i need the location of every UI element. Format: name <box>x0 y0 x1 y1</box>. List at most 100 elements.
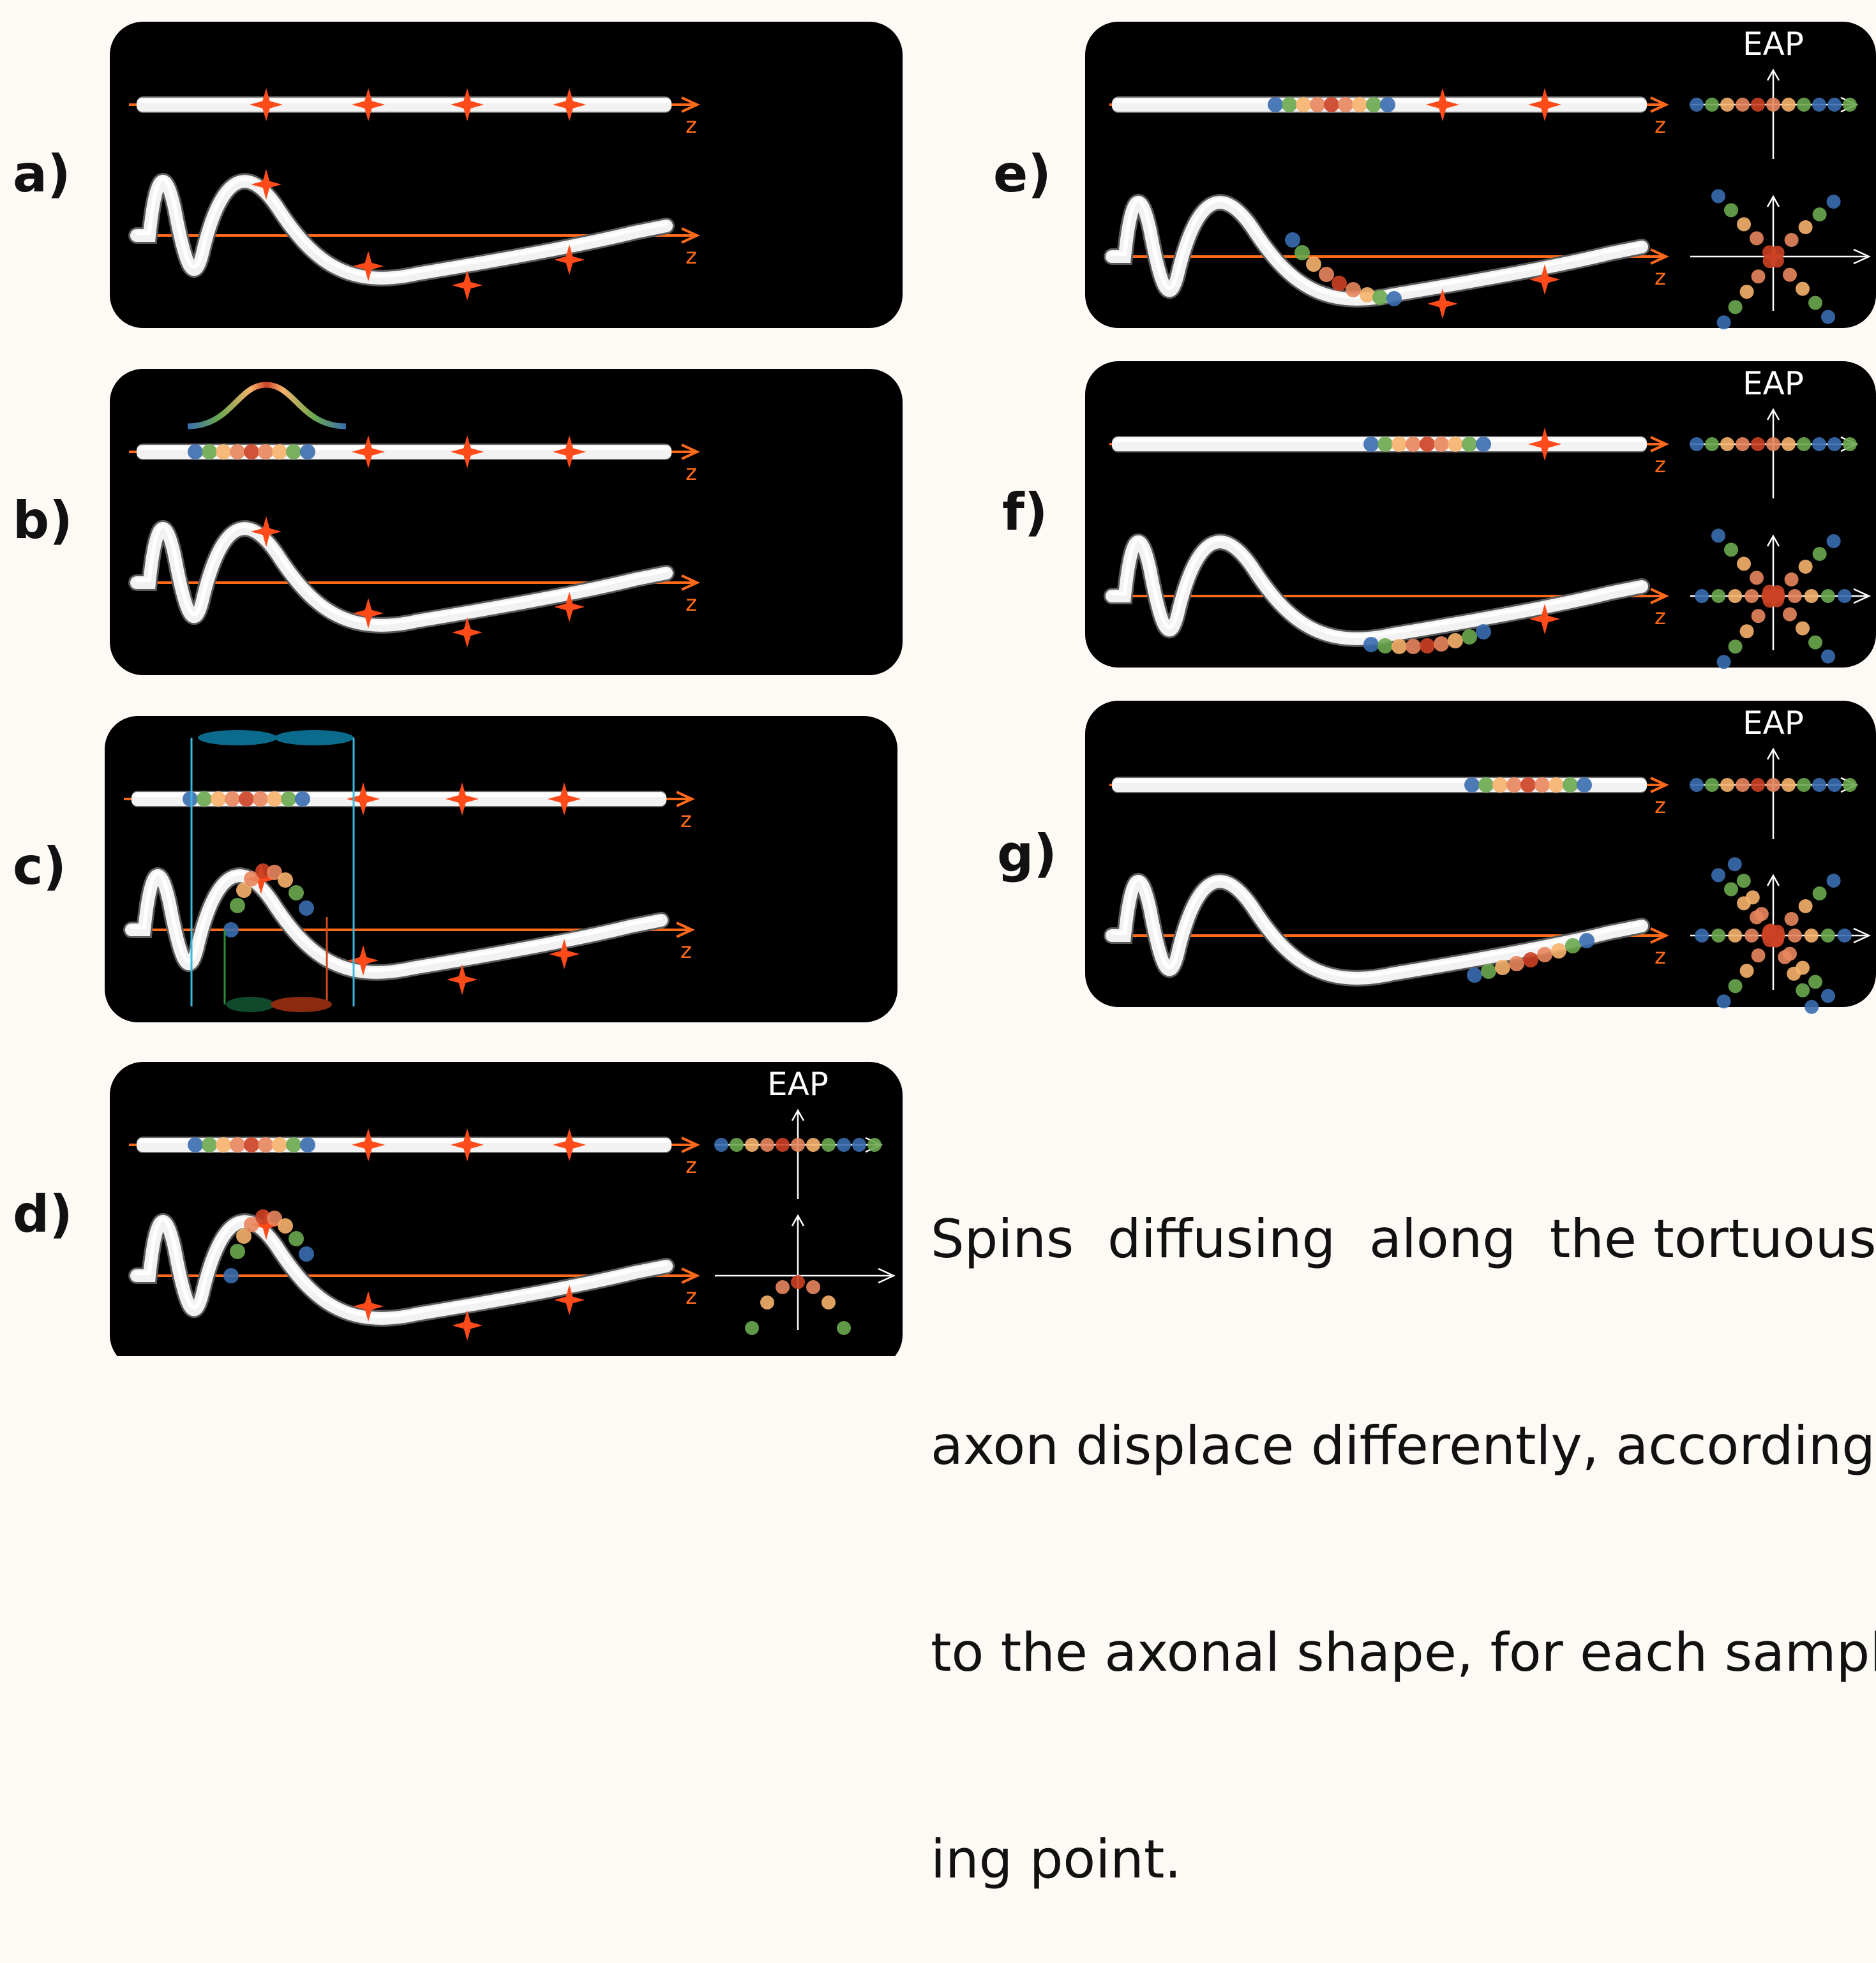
cylinder-bottom <box>226 997 274 1012</box>
spin-dot <box>1808 635 1822 650</box>
spin-dot <box>225 791 240 807</box>
arrow-head-icon <box>681 1267 700 1284</box>
spin-dot <box>299 900 314 916</box>
spin-dot <box>1782 437 1796 451</box>
sampling-point-marker <box>1427 288 1458 319</box>
spin-dot <box>1796 621 1810 636</box>
sampling-point-marker <box>251 1209 281 1240</box>
eap-label: EAP <box>767 1066 829 1103</box>
z-axis-label: z <box>686 244 697 269</box>
spin-dot <box>1509 956 1524 971</box>
spin-dot <box>1784 912 1799 926</box>
spin-dot <box>1796 983 1810 997</box>
sampling-point-marker <box>451 88 484 121</box>
sampling-point-marker <box>353 1291 384 1322</box>
axon-highlight <box>135 176 668 278</box>
sampling-point-marker <box>554 244 585 275</box>
sampling-point-marker <box>246 863 276 894</box>
z-axis-label: z <box>686 460 697 486</box>
spin-dot <box>1783 267 1797 282</box>
spin-dot <box>230 1137 245 1153</box>
spin-dot <box>1711 589 1726 603</box>
arrow-head-icon <box>1853 927 1872 944</box>
spin-dot <box>1751 269 1766 284</box>
spin-dot <box>1736 437 1750 451</box>
sampling-point-marker <box>452 270 483 301</box>
spin-dot <box>286 1137 301 1153</box>
spin-dot <box>1827 437 1842 451</box>
spin-dot <box>1551 943 1566 959</box>
spin-dot <box>1577 777 1592 793</box>
z-axis-label: z <box>686 1153 697 1179</box>
spin-dot <box>1804 589 1819 603</box>
spin-dot <box>1728 639 1743 654</box>
arrow-head-icon <box>1650 927 1669 944</box>
arrow-head-icon <box>681 96 700 113</box>
spin-dot <box>188 1137 203 1153</box>
spin-dot <box>745 1321 759 1335</box>
spin-dot <box>1745 589 1759 603</box>
caption-line: Spins diffusing along the tortuous <box>931 1208 1876 1270</box>
spin-dot <box>806 1138 820 1152</box>
spin-dot <box>1690 98 1704 112</box>
spin-dot <box>1812 886 1827 900</box>
sampling-point-marker <box>1529 264 1560 295</box>
spin-dot <box>1745 890 1760 905</box>
spin-dot <box>1520 777 1536 793</box>
spin-dot <box>300 444 315 459</box>
sampling-point-marker <box>250 88 283 121</box>
spin-dot <box>1745 929 1759 943</box>
spin-dot <box>1797 778 1811 792</box>
spin-dot <box>1372 290 1388 305</box>
spin-dot <box>1820 929 1835 943</box>
spin-dot <box>300 1137 315 1153</box>
spin-dot <box>1363 437 1379 452</box>
spin-dot <box>1462 629 1477 645</box>
spin-dot <box>289 885 304 900</box>
spin-dot <box>202 1137 217 1153</box>
spin-dot <box>216 1137 231 1153</box>
z-axis-label: z <box>680 938 692 964</box>
spin-dot <box>1377 638 1393 653</box>
spin-dot <box>1784 233 1799 247</box>
spin-dot <box>1826 534 1841 548</box>
spin-dot <box>1565 938 1580 953</box>
arrow-head-icon <box>1766 534 1780 547</box>
spin-dot <box>223 922 239 937</box>
spin-dot <box>1695 929 1709 943</box>
spin-dot <box>1737 556 1751 571</box>
spin-dot <box>1406 437 1421 452</box>
spin-dot <box>1324 97 1339 112</box>
spin-dot <box>1739 964 1754 978</box>
sampling-point-marker <box>447 964 477 995</box>
spin-dot <box>1770 246 1785 260</box>
spin-dot <box>1769 933 1783 948</box>
spin-dot <box>1338 97 1353 112</box>
spin-dot <box>1495 960 1510 975</box>
arrow-head-icon <box>681 574 700 591</box>
spin-dot <box>776 1138 790 1152</box>
arrow-head-icon <box>681 1137 700 1153</box>
spin-dot <box>1808 974 1822 989</box>
spin-dot <box>1537 947 1552 962</box>
spin-dot <box>1826 195 1841 209</box>
spin-dot <box>1406 639 1421 654</box>
spin-dot <box>1448 437 1463 452</box>
spin-dot <box>253 791 268 807</box>
spin-dot <box>230 898 245 913</box>
spin-dot <box>1751 609 1766 623</box>
spin-dot <box>1821 310 1835 324</box>
panel-c: c)zz <box>13 716 897 1022</box>
caption-line: to the axonal shape, for each sampl- <box>931 1622 1876 1683</box>
sampling-point-marker <box>348 945 379 976</box>
spin-dot <box>1690 778 1704 792</box>
spin-dot <box>1727 857 1742 872</box>
spin-dot <box>267 865 282 880</box>
spin-dot <box>244 871 259 886</box>
caption: Spins diffusing along the tortuous axon … <box>931 1067 1876 1963</box>
arrow-head-icon <box>1766 195 1780 207</box>
spin-dot <box>1766 437 1780 451</box>
spin-dot <box>1812 778 1826 792</box>
panel-a: a)zz <box>13 22 903 328</box>
